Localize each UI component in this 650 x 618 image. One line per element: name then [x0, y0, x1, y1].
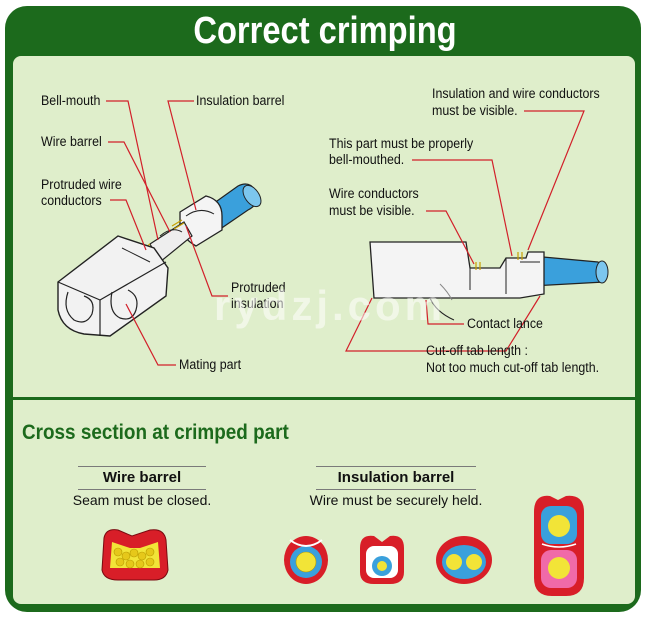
label-wire-barrel: Wire barrel [41, 134, 102, 149]
label-wire-visible-1: Wire conductors [329, 186, 419, 201]
wire-barrel-note: Seam must be closed. [72, 492, 212, 508]
insulation-barrel-note: Wire must be securely held. [309, 492, 483, 508]
label-protruded-wire-1: Protruded wire [41, 177, 122, 192]
insulation-barrel-rule-bottom [316, 489, 476, 490]
page-title: Correct crimping [193, 10, 457, 52]
label-visible-1: Insulation and wire conductors [432, 86, 600, 101]
cross-section-title: Cross section at crimped part [22, 421, 289, 444]
label-cutoff-2: Not too much cut-off tab length. [426, 360, 600, 375]
watermark: rydzj.com [213, 282, 447, 329]
wire-barrel-heading: Wire barrel [102, 469, 182, 486]
label-visible-2: must be visible. [432, 103, 518, 118]
cross-section-insulation-2 [360, 535, 404, 584]
label-bellmouthed-1: This part must be properly [329, 136, 474, 151]
label-protruded-insulation-2: insulation [231, 296, 284, 311]
label-protruded-wire-2: conductors [41, 193, 102, 208]
leader-lines [106, 100, 585, 366]
label-protruded-insulation-1: Protruded [231, 280, 286, 295]
insulation-barrel-heading: Insulation barrel [337, 469, 455, 486]
wire-barrel-rule-top [78, 466, 206, 467]
insulation-barrel-rule-top [316, 466, 476, 467]
label-mating-part: Mating part [179, 357, 242, 372]
wire-barrel-rule-bottom [78, 489, 206, 490]
section-divider [13, 397, 635, 400]
label-bell-mouth: Bell-mouth [41, 93, 101, 108]
cross-section-insulation-3 [436, 536, 492, 584]
label-cutoff-1: Cut-off tab length : [426, 343, 528, 358]
terminal-left-illustration [57, 183, 262, 337]
cross-section-insulation-1 [284, 536, 328, 584]
label-wire-visible-2: must be visible. [329, 203, 415, 218]
label-contact-lance: Contact lance [467, 316, 543, 331]
cross-section-wire-barrel [101, 529, 169, 581]
terminal-side-illustration [369, 241, 609, 321]
label-insulation-barrel: Insulation barrel [196, 93, 285, 108]
label-bellmouthed-2: bell-mouthed. [329, 152, 405, 167]
cross-section-insulation-4 [534, 495, 584, 596]
